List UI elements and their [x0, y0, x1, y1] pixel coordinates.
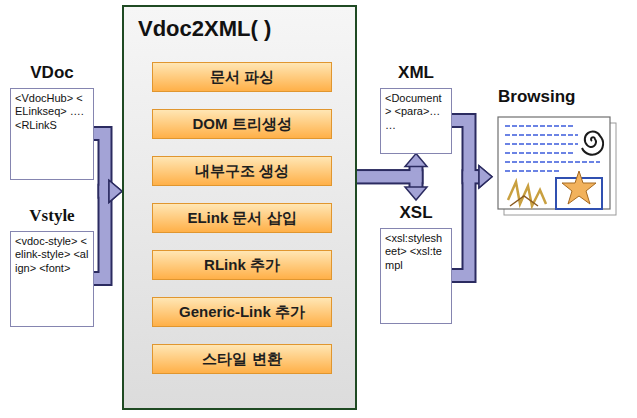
block-arrow-outline [452, 121, 479, 177]
text-line [505, 134, 578, 136]
document-content-box: <Document> <para>… … [380, 88, 452, 154]
text-line [505, 152, 575, 154]
process-step-box: ELink 문서 삽입 [152, 203, 332, 233]
process-step-box: Generic-Link 추가 [152, 297, 332, 327]
text-lines [505, 126, 600, 171]
text-line [505, 143, 578, 145]
document-heading: XML [380, 60, 452, 83]
step-label: ELink 문서 삽입 [187, 209, 296, 228]
markup-snippet: <VdocHub> <ELinkseq> …. <RLinkS [15, 92, 89, 133]
document-heading: XSL [380, 200, 452, 223]
process-step-box: RLink 추가 [152, 250, 332, 280]
arrow-head [479, 166, 492, 188]
document-box: XSL <xsl:stylesheet> <xsl:templ [380, 200, 452, 324]
star-image [562, 171, 596, 204]
arrow-head [109, 180, 122, 202]
page-front [498, 117, 610, 209]
step-label: Generic-Link 추가 [179, 303, 305, 322]
block-arrow-outline [94, 191, 109, 278]
step-label: 문서 파싱 [210, 68, 274, 87]
text-line [505, 170, 560, 172]
block-arrow-outline [94, 134, 109, 192]
arrow-head [405, 187, 427, 200]
step-label: 스타일 변환 [202, 350, 281, 369]
markup-snippet: <Document> <para>… … [385, 92, 447, 133]
arrow-head [405, 154, 427, 167]
process-step-box: 스타일 변환 [152, 344, 332, 374]
browsing-panel: Browsing [492, 84, 634, 218]
markup-snippet: <vdoc-style> <elink-style> <align> <font… [15, 235, 89, 276]
spiral-icon [582, 131, 603, 154]
process-step-box: 내부구조 생성 [152, 156, 332, 186]
block-arrow [94, 134, 109, 192]
text-line [505, 125, 575, 127]
document-box: Vstyle <vdoc-style> <elink-style> <align>… [10, 203, 94, 327]
document-box: XML <Document> <para>… … [380, 60, 452, 154]
document-heading: Vstyle [10, 203, 94, 226]
panel-heading: Browsing [492, 84, 634, 107]
block-arrow [452, 121, 479, 177]
step-label: DOM 트리생성 [192, 115, 291, 134]
function-title: Vdoc2XML( ) [138, 16, 271, 42]
process-step-box: DOM 트리생성 [152, 109, 332, 139]
block-arrow-outline [357, 177, 416, 187]
block-arrow-outline [452, 177, 479, 276]
process-step-box: 문서 파싱 [152, 62, 332, 92]
arrow-head [479, 166, 492, 188]
text-line [505, 161, 600, 163]
document-content-box: <VdocHub> <ELinkseq> …. <RLinkS [10, 88, 94, 180]
sketch-scribble [508, 182, 546, 206]
document-box: VDoc <VdocHub> <ELinkseq> …. <RLinkS [10, 60, 94, 180]
process-container: Vdoc2XML( ) 문서 파싱 DOM 트리생성내부구조 생성 ELink 문서 … [122, 5, 357, 410]
block-arrow [94, 191, 109, 278]
sketch-scribble [510, 196, 538, 206]
document-content-box: <xsl:stylesheet> <xsl:templ [380, 228, 452, 324]
document-heading: VDoc [10, 60, 94, 83]
block-arrow [357, 177, 416, 187]
arrow-head [109, 180, 122, 202]
document-content-box: <vdoc-style> <elink-style> <align> <font… [10, 231, 94, 327]
step-label: 내부구조 생성 [195, 162, 289, 181]
markup-snippet: <xsl:stylesheet> <xsl:templ [385, 232, 447, 273]
step-label: RLink 추가 [204, 256, 280, 275]
block-arrow [452, 177, 479, 276]
